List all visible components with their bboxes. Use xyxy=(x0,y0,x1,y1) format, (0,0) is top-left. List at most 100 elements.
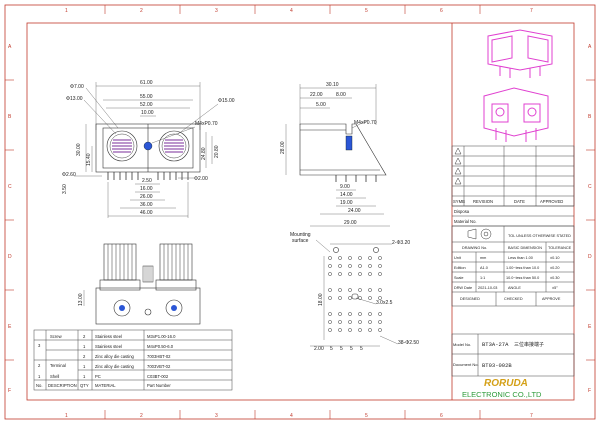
bom-no: 1 xyxy=(38,374,41,379)
bottom-view: 13.00 xyxy=(78,243,201,325)
tick-label: 6 xyxy=(440,8,443,14)
label-drawing-no: DRAWING No. xyxy=(462,246,487,250)
front-view: 61.00 55.00 52.00 10.00 Φ7.00 Φ13.00 Φ15… xyxy=(62,80,235,218)
dim-phi2: Φ2.00 xyxy=(194,176,208,182)
tick-label: 4 xyxy=(290,413,293,419)
tick-label: F xyxy=(8,388,11,394)
pcb-slot xyxy=(351,293,359,300)
pcb-hole xyxy=(368,256,372,260)
bom-mat: Stainless steel xyxy=(95,334,122,339)
side-view: 30.10 22.00 8.00 5.00 28.00 M4xP0.70 xyxy=(280,82,390,227)
pcb-hole xyxy=(368,264,372,268)
dim-pitch: 5 xyxy=(330,346,333,352)
label-edition: Edition xyxy=(454,266,466,270)
tol-2: ±0.20 xyxy=(550,266,559,270)
pcb-hole xyxy=(378,296,382,300)
bom-no: 2 xyxy=(38,363,41,368)
pcb-hole xyxy=(358,320,362,324)
label-basic-dim: BASIC DIMENSION xyxy=(508,246,542,250)
tick-label: E xyxy=(8,324,12,330)
dim-19: 19.00 xyxy=(340,200,353,206)
tick-label: D xyxy=(588,254,592,260)
label-drw-date: DRW Date xyxy=(454,286,472,290)
dim-8: 8.00 xyxy=(336,92,346,98)
bom-header-desc: DESCRIPTION xyxy=(48,383,77,388)
bom-mat: Zinc alloy die casting xyxy=(95,364,135,369)
range-3: 10.0~less than 50.0 xyxy=(506,276,539,280)
dim-phi7: Φ7.00 xyxy=(70,84,84,90)
pcb-hole xyxy=(368,272,372,276)
bom-qty: 2 xyxy=(83,354,86,359)
dim-55: 55.00 xyxy=(140,94,153,100)
bom-header-mat: MATERIAL xyxy=(95,383,116,388)
tick-label: 2 xyxy=(140,413,143,419)
pcb-hole xyxy=(378,288,382,292)
pcb-hole xyxy=(338,328,342,332)
pcb-hole xyxy=(378,272,382,276)
tick-label: A xyxy=(8,44,12,50)
dim-30: 30.00 xyxy=(76,143,82,156)
pcb-hole xyxy=(348,288,352,292)
label-approve: APPROVE xyxy=(542,297,561,301)
pcb-hole xyxy=(328,256,332,260)
bom-pn: 7003HBT-02 xyxy=(147,354,171,359)
bom-table: 3 Screw 2 Stainless steel M3xP1.00-16.0 … xyxy=(33,329,233,391)
pcb-hole xyxy=(348,264,352,268)
tick-label: E xyxy=(588,324,592,330)
dim-16: 16.00 xyxy=(140,186,153,192)
rev-approved: APPROVED xyxy=(540,199,563,204)
pcb-hole xyxy=(358,312,362,316)
tick-label: 1 xyxy=(65,413,68,419)
bom-desc: Shell xyxy=(50,374,59,379)
pcb-hole xyxy=(328,296,332,300)
pcb-hole xyxy=(348,256,352,260)
pcb-hole xyxy=(338,288,342,292)
bom-qty: 1 xyxy=(83,364,86,369)
outer-border xyxy=(4,4,596,420)
bom-pn: C03BT-002 xyxy=(147,374,169,379)
bom-desc: Terminal xyxy=(50,363,66,368)
pcb-hole xyxy=(328,312,332,316)
pcb-hole xyxy=(348,328,352,332)
tick-label: C xyxy=(8,184,12,190)
bom-no: 3 xyxy=(38,343,41,348)
dim-46: 46.00 xyxy=(140,210,153,216)
title-block: SYMB REVISION DATE APPROVED Disposa Mate… xyxy=(451,23,575,400)
bom-mat: Zinc alloy die casting xyxy=(95,354,135,359)
bom-header-qty: QTY xyxy=(80,383,89,388)
bom-qty: 2 xyxy=(83,334,86,339)
pcb-holes xyxy=(328,247,382,332)
tick-label: 5 xyxy=(365,8,368,14)
dim-61: 61.00 xyxy=(140,80,153,86)
pcb-hole xyxy=(338,256,342,260)
pcb-hole xyxy=(368,296,372,300)
pcb-hole xyxy=(378,256,382,260)
dim-5: 5.00 xyxy=(316,102,326,108)
bom-pn: 7003VBT-02 xyxy=(147,364,171,369)
dim-10: 10.00 xyxy=(141,110,154,116)
label-tolerance: TOLERANCE xyxy=(548,246,572,250)
dim-52: 52.00 xyxy=(140,102,153,108)
pcb-hole xyxy=(338,320,342,324)
inner-border xyxy=(26,22,575,401)
tick-label: 6 xyxy=(440,413,443,419)
tol-3: ±0.30 xyxy=(550,276,559,280)
pcb-hole xyxy=(328,264,332,268)
bom-header-pn: Part Number xyxy=(147,383,171,388)
pcb-hole xyxy=(328,272,332,276)
pcb-hole xyxy=(338,264,342,268)
pcb-hole xyxy=(368,328,372,332)
dim-28: 28.00 xyxy=(280,141,286,154)
value-unit: mm xyxy=(480,256,486,260)
pcb-hole xyxy=(378,328,382,332)
tick-label: F xyxy=(588,388,591,394)
bom-qty: 1 xyxy=(83,344,86,349)
label-document: Document No. xyxy=(453,362,479,367)
pcb-hole xyxy=(348,272,352,276)
range-1: Less than 1.00 xyxy=(508,256,533,260)
dim-phi2-6: Φ2.60 xyxy=(62,172,76,178)
dim-m4: M4xP0.70 xyxy=(195,121,218,127)
pcb-hole xyxy=(368,312,372,316)
dim-20-8: 20.80 xyxy=(214,145,220,158)
